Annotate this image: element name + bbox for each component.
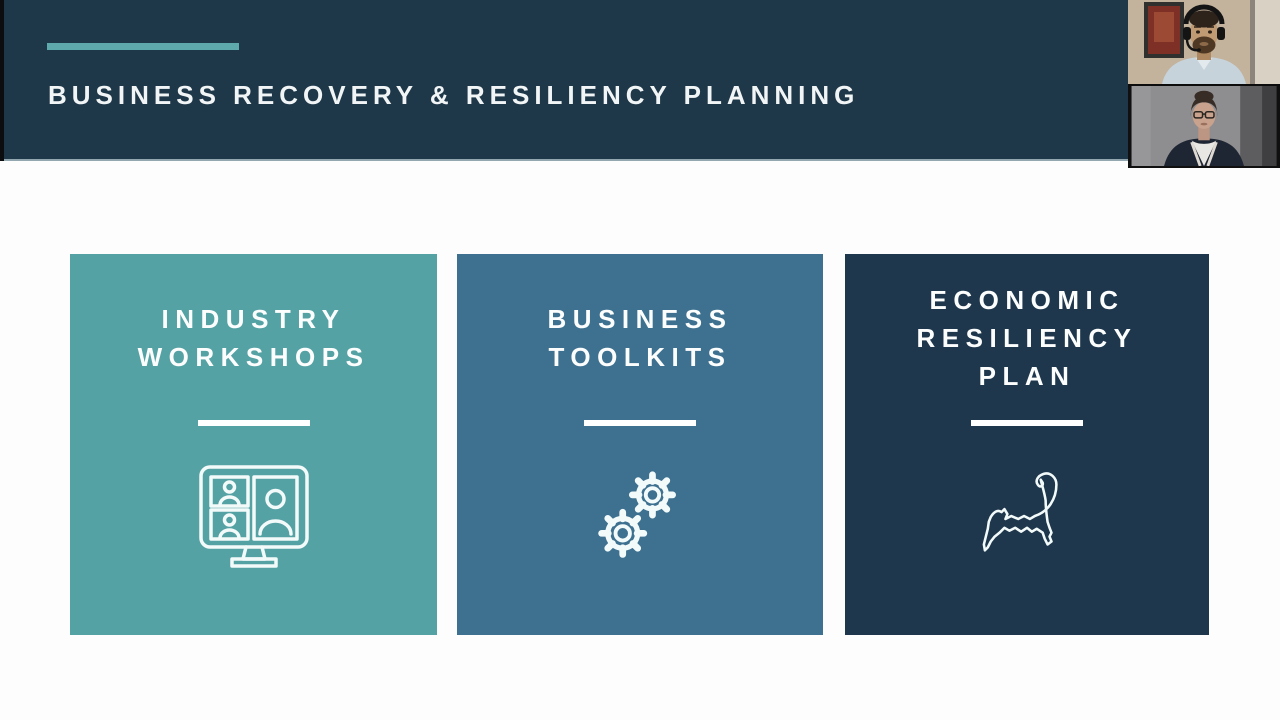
gears-icon [598, 471, 676, 558]
card-industry-workshops: INDUSTRY WORKSHOPS [70, 254, 437, 635]
card-divider [197, 420, 310, 426]
slide-header: BUSINESS RECOVERY & RESILIENCY PLANNING [0, 0, 1280, 161]
card-business-toolkits: BUSINESS TOOLKITS [457, 254, 823, 635]
card-icon-area [457, 459, 823, 575]
header-accent-line [47, 43, 239, 50]
card-title-line: BUSINESS [547, 304, 733, 334]
card-title-line: WORKSHOPS [137, 342, 370, 372]
card-title: BUSINESS TOOLKITS [457, 300, 823, 376]
card-title-line: PLAN [978, 361, 1076, 391]
female-presenter-webcam [1128, 84, 1280, 166]
card-icon-area [845, 459, 1209, 575]
card-icon-area [70, 459, 437, 575]
card-title-line: INDUSTRY [161, 304, 346, 334]
page-title: BUSINESS RECOVERY & RESILIENCY PLANNING [48, 80, 860, 110]
card-title-line: RESILIENCY [916, 323, 1138, 353]
cape-cod-map-icon [982, 472, 1058, 552]
card-economic-resiliency-plan: ECONOMIC RESILIENCY PLAN [845, 254, 1209, 635]
male-presenter-illustration [1128, 0, 1280, 84]
female-presenter-illustration [1131, 86, 1277, 166]
card-title: ECONOMIC RESILIENCY PLAN [845, 281, 1209, 395]
card-title-line: TOOLKITS [548, 342, 732, 372]
card-divider [584, 420, 696, 426]
webcam-panel [1128, 0, 1280, 168]
video-edge-strip [0, 0, 4, 161]
card-title: INDUSTRY WORKSHOPS [70, 300, 437, 376]
card-divider [971, 420, 1083, 426]
video-conference-monitor-icon [198, 465, 309, 568]
male-presenter-webcam [1128, 0, 1280, 84]
card-title-line: ECONOMIC [929, 285, 1125, 315]
